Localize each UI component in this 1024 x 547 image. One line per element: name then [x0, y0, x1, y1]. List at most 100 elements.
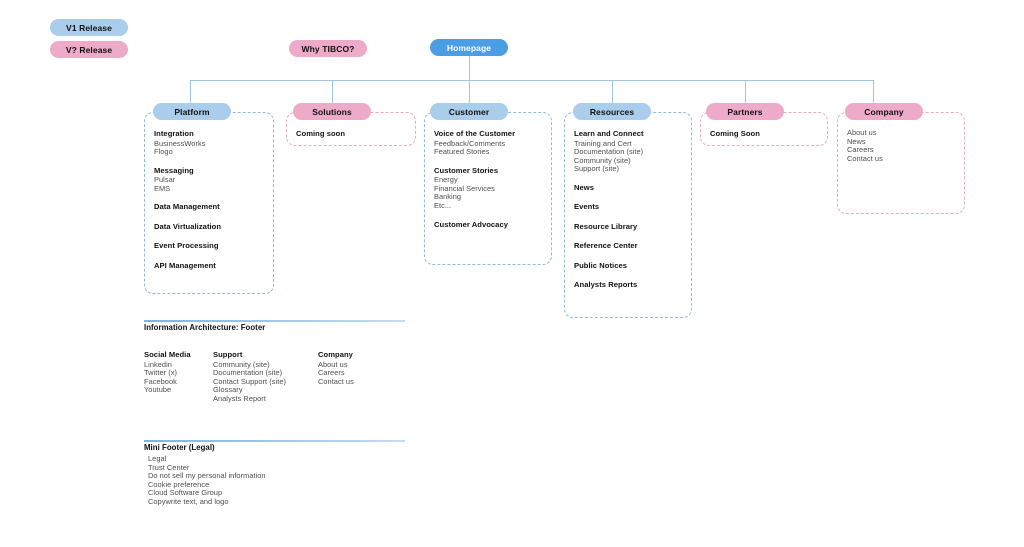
- group-title: News: [574, 182, 595, 192]
- group-public-notices: Public Notices: [574, 261, 683, 272]
- mini-footer-rule: [144, 440, 405, 442]
- mini-footer-link[interactable]: Cloud Software Group: [148, 488, 223, 498]
- column-body-customer: Voice of the Customer Feedback/Comments …: [434, 129, 543, 230]
- group-title: Customer Advocacy: [434, 219, 508, 229]
- connector-drop-partners: [745, 80, 746, 104]
- group-data-management: Data Management: [154, 202, 265, 213]
- mini-footer-link[interactable]: Trust Center: [148, 462, 190, 472]
- node-company[interactable]: Company: [845, 103, 923, 120]
- footer-column-title: Company: [318, 350, 353, 359]
- group-item[interactable]: Flogo: [154, 147, 173, 157]
- footer-link[interactable]: Twitter (x): [144, 368, 177, 378]
- group-item[interactable]: Pulsar: [154, 175, 176, 185]
- group-title: Integration: [154, 129, 194, 138]
- group-item[interactable]: Community (site): [574, 155, 631, 165]
- footer-link[interactable]: Contact Support (site): [213, 376, 286, 386]
- group-title: Coming soon: [296, 129, 346, 138]
- footer-link[interactable]: Glossary: [213, 385, 243, 395]
- footer-column-company: Company About us Careers Contact us: [318, 350, 354, 386]
- group-title: Customer Stories: [434, 165, 499, 175]
- group-title: Data Virtualization: [154, 221, 222, 231]
- group-title: Events: [574, 202, 600, 212]
- group-title: Learn and Connect: [574, 129, 644, 138]
- group-title: Data Management: [154, 202, 220, 212]
- column-body-platform: Integration BusinessWorks Flogo Messagin…: [154, 129, 265, 271]
- legend-v1-release-label: V1 Release: [66, 22, 112, 33]
- group-item[interactable]: Energy: [434, 175, 458, 185]
- group-item[interactable]: About us: [847, 128, 877, 137]
- footer-link[interactable]: Documentation (site): [213, 368, 283, 378]
- group-customer-stories: Customer Stories Energy Financial Servic…: [434, 166, 543, 211]
- node-resources[interactable]: Resources: [573, 103, 651, 120]
- footer-section-rule: [144, 320, 405, 322]
- group-title: API Management: [154, 260, 216, 270]
- group-analysts-reports: Analysts Reports: [574, 280, 683, 291]
- mini-footer-link[interactable]: Legal: [148, 454, 167, 463]
- group-item[interactable]: Careers: [847, 145, 874, 155]
- connector-drop-customer: [469, 80, 470, 104]
- group-item[interactable]: EMS: [154, 183, 171, 193]
- group-item[interactable]: Training and Cert: [574, 138, 632, 148]
- group-title: Voice of the Customer: [434, 129, 516, 138]
- column-box-company: About us News Careers Contact us: [837, 112, 965, 214]
- group-item[interactable]: BusinessWorks: [154, 138, 206, 148]
- footer-link[interactable]: Facebook: [144, 376, 177, 386]
- group-coming-soon: Coming Soon: [710, 129, 819, 140]
- group-item[interactable]: Financial Services: [434, 183, 495, 193]
- node-customer[interactable]: Customer: [430, 103, 508, 120]
- group-title: Coming Soon: [710, 129, 760, 138]
- node-homepage[interactable]: Homepage: [430, 39, 508, 56]
- connector-drop-resources: [612, 80, 613, 104]
- footer-link[interactable]: Analysts Report: [213, 393, 266, 403]
- group-item[interactable]: Documentation (site): [574, 147, 644, 157]
- group-item[interactable]: Support (site): [574, 164, 620, 174]
- group-item[interactable]: Feedback/Comments: [434, 138, 506, 148]
- footer-link[interactable]: Contact us: [318, 376, 354, 386]
- node-company-label: Company: [864, 106, 904, 117]
- connector-homepage-stem: [469, 56, 470, 80]
- node-platform-label: Platform: [174, 106, 210, 117]
- column-body-resources: Learn and Connect Training and Cert Docu…: [574, 129, 683, 291]
- column-box-customer: Voice of the Customer Feedback/Comments …: [424, 112, 552, 265]
- footer-link[interactable]: Linkedin: [144, 359, 172, 369]
- group-company-links: About us News Careers Contact us: [847, 128, 956, 163]
- group-title: Public Notices: [574, 260, 628, 270]
- footer-link[interactable]: Youtube: [144, 385, 172, 395]
- mini-footer-list: Legal Trust Center Do not sell my person…: [148, 454, 266, 507]
- group-integration: Integration BusinessWorks Flogo: [154, 129, 265, 157]
- mini-footer-link[interactable]: Cookie preference: [148, 479, 210, 489]
- group-data-virtualization: Data Virtualization: [154, 222, 265, 233]
- node-customer-label: Customer: [448, 106, 490, 117]
- mini-footer-heading: Mini Footer (Legal): [144, 443, 215, 452]
- legend-v1-release: V1 Release: [50, 19, 128, 36]
- node-why-tibco-label: Why TIBCO?: [301, 43, 355, 54]
- footer-column-title: Social Media: [144, 350, 191, 359]
- mini-footer-link[interactable]: Copywrite text, and logo: [148, 496, 229, 506]
- group-item[interactable]: News: [847, 136, 866, 146]
- node-partners-label: Partners: [727, 106, 763, 117]
- node-platform[interactable]: Platform: [153, 103, 231, 120]
- mini-footer-link[interactable]: Do not sell my personal information: [148, 471, 266, 481]
- group-learn-and-connect: Learn and Connect Training and Cert Docu…: [574, 129, 683, 174]
- footer-link[interactable]: About us: [318, 359, 348, 369]
- group-item[interactable]: Contact us: [847, 153, 883, 163]
- footer-link[interactable]: Careers: [318, 368, 345, 378]
- group-item[interactable]: Featured Stories: [434, 147, 490, 157]
- connector-drop-platform: [190, 80, 191, 104]
- footer-link[interactable]: Community (site): [213, 359, 270, 369]
- node-resources-label: Resources: [589, 106, 635, 117]
- column-box-resources: Learn and Connect Training and Cert Docu…: [564, 112, 692, 318]
- group-title: Resource Library: [574, 221, 638, 231]
- group-title: Reference Center: [574, 241, 638, 251]
- node-solutions[interactable]: Solutions: [293, 103, 371, 120]
- group-item[interactable]: Etc...: [434, 200, 452, 210]
- column-body-company: About us News Careers Contact us: [847, 128, 956, 163]
- node-why-tibco[interactable]: Why TIBCO?: [289, 40, 367, 57]
- node-partners[interactable]: Partners: [706, 103, 784, 120]
- group-api-management: API Management: [154, 261, 265, 272]
- group-item[interactable]: Banking: [434, 192, 462, 202]
- group-title: Messaging: [154, 165, 194, 175]
- group-event-processing: Event Processing: [154, 241, 265, 252]
- group-resource-library: Resource Library: [574, 222, 683, 233]
